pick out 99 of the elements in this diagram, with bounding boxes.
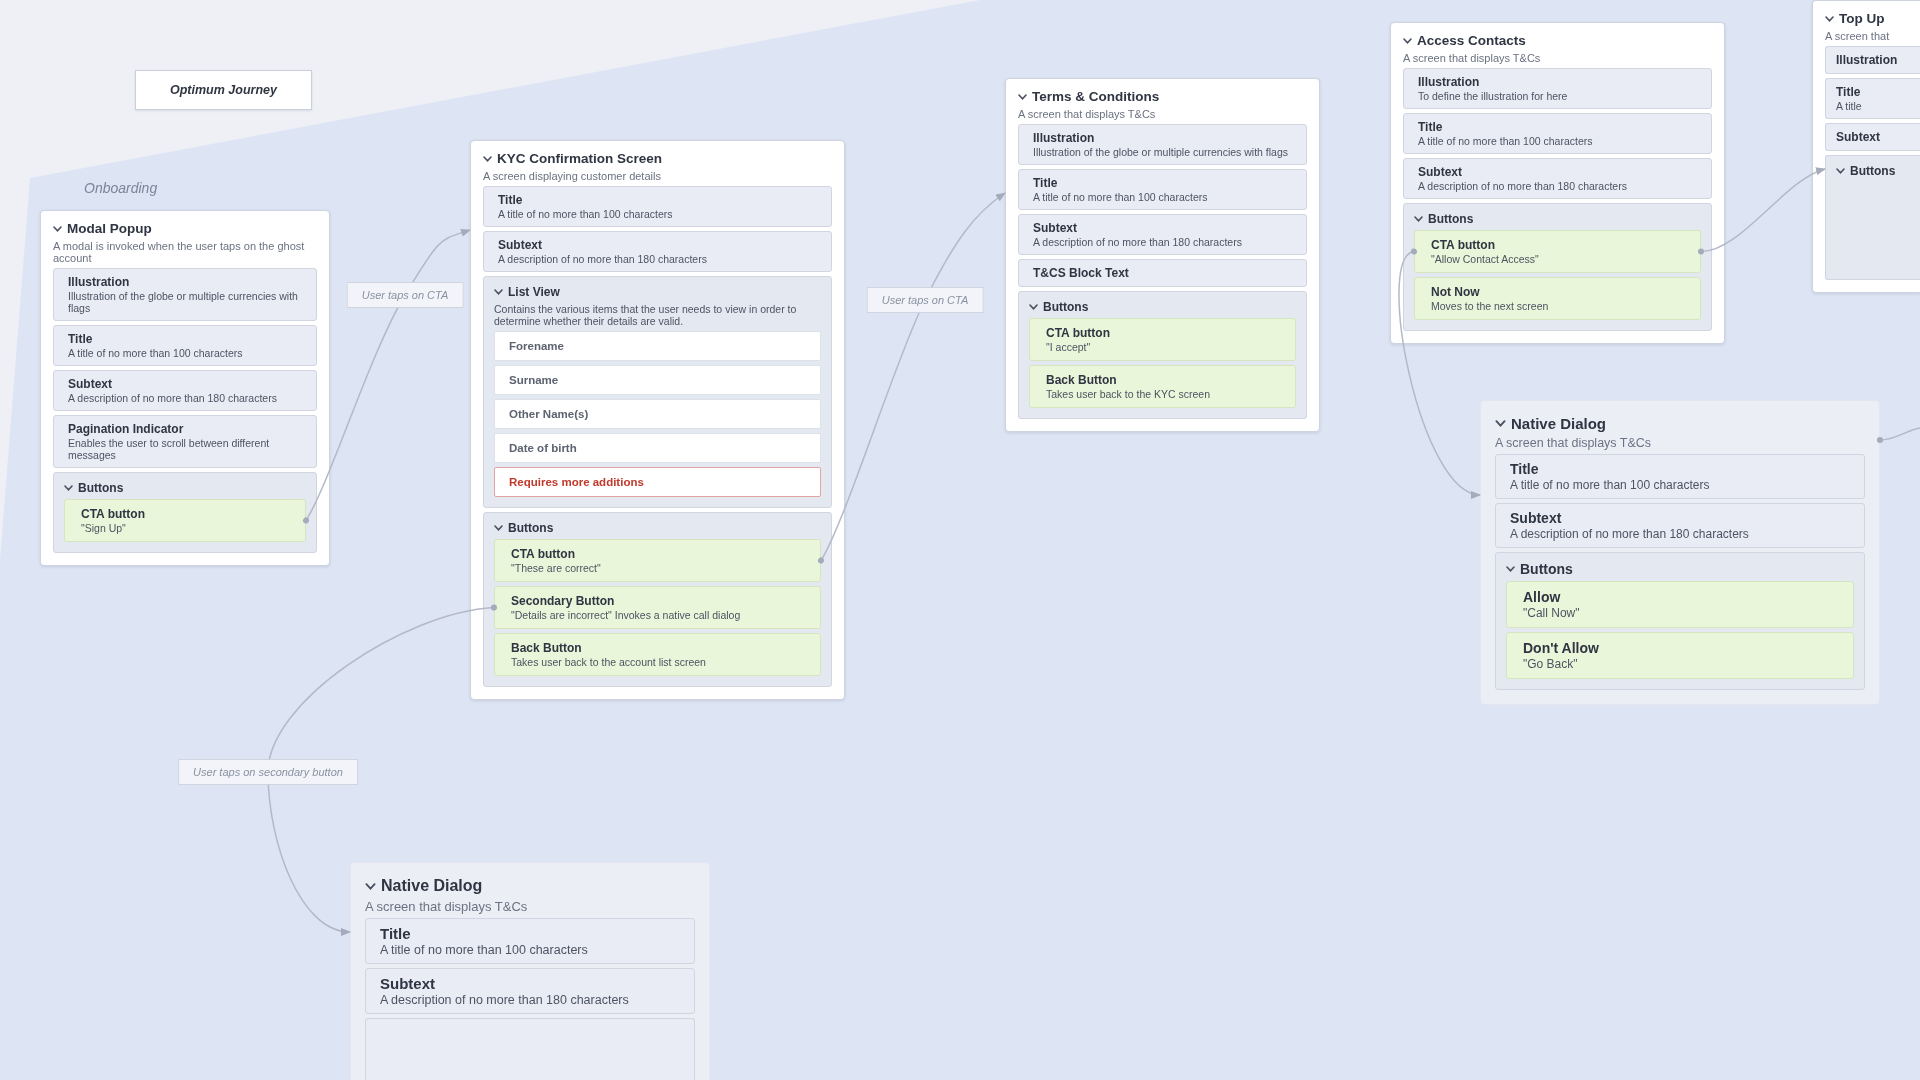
component-description: To define the illustration for here — [1418, 90, 1569, 102]
button-description: Moves to the next screen — [1431, 300, 1550, 312]
connector-arrow — [303, 228, 471, 524]
component-panel — [1018, 259, 1307, 287]
component-name: Title — [1033, 176, 1059, 190]
component-panel — [1495, 503, 1865, 548]
component-description: Illustration of the globe or multiple currencies with flags — [68, 290, 299, 314]
component-panel — [483, 231, 832, 272]
button-spec-panel — [1029, 365, 1296, 408]
component-panel — [365, 918, 695, 964]
button-name: Allow — [1523, 589, 1562, 605]
component-name: Subtext — [1033, 221, 1078, 235]
screen-card — [1390, 22, 1725, 344]
button-spec-panel — [494, 539, 821, 582]
group-title: Buttons — [78, 481, 124, 495]
list-view-panel — [483, 276, 832, 508]
button-description: "Details are incorrect" Invokes a native call dialog — [511, 609, 742, 621]
diagram-title: Optimum Journey — [135, 70, 312, 110]
component-name: Title — [1418, 120, 1444, 134]
button-spec-panel — [1506, 632, 1854, 679]
button-name: Not Now — [1431, 285, 1481, 299]
component-description: A description of no more than 180 characters — [1033, 236, 1243, 248]
component-panel — [1403, 113, 1712, 154]
buttons-group — [483, 512, 832, 687]
screen-card — [1005, 78, 1320, 432]
button-name: CTA button — [1046, 326, 1111, 340]
group-title: List View — [508, 285, 560, 299]
card-title: Top Up — [1839, 11, 1885, 26]
component-name: Illustration — [1836, 53, 1899, 67]
component-name: Title — [1836, 85, 1862, 99]
component-panel — [1825, 123, 1920, 151]
card-title: Access Contacts — [1417, 33, 1526, 48]
button-spec-panel — [64, 499, 306, 542]
component-name: Pagination Indicator — [68, 422, 185, 436]
component-panel — [1495, 454, 1865, 499]
buttons-group — [53, 472, 317, 553]
component-panel — [1403, 68, 1712, 109]
button-name: CTA button — [81, 507, 146, 521]
button-name: Back Button — [511, 641, 583, 655]
component-name: Title — [68, 332, 94, 346]
component-description: A description of no more than 180 characters — [1418, 180, 1628, 192]
card-title: KYC Confirmation Screen — [497, 151, 663, 166]
card-title: Native Dialog — [1511, 415, 1607, 432]
button-name: CTA button — [511, 547, 576, 561]
list-row: Other Name(s) — [494, 399, 821, 429]
component-panel — [53, 325, 317, 366]
section-label: Onboarding — [84, 180, 158, 196]
button-spec-panel — [494, 633, 821, 676]
card-description: A screen displaying customer details — [483, 170, 662, 182]
buttons-group — [1018, 291, 1307, 419]
group-title: Buttons — [1850, 164, 1896, 178]
edge-label: User taps on secondary button — [178, 759, 358, 785]
screen-card — [1812, 0, 1920, 293]
connector-arrow — [818, 192, 1006, 564]
card-description: A screen that displays T&Cs — [1018, 108, 1157, 120]
card-description: A screen that displays T&Cs — [1495, 436, 1653, 450]
component-name: Subtext — [1418, 165, 1463, 179]
button-description: "These are correct" — [511, 562, 602, 574]
component-name: Subtext — [1836, 130, 1881, 144]
component-description: A title of no more than 100 characters — [1418, 135, 1594, 147]
component-description: A title of no more than 100 characters — [380, 943, 589, 957]
button-description: Takes user back to the account list screen — [511, 656, 707, 668]
component-panel — [1825, 46, 1920, 74]
component-description: A title — [1836, 100, 1863, 112]
group-title: Buttons — [1520, 561, 1573, 577]
component-description: A title of no more than 100 characters — [68, 347, 244, 359]
list-row: Date of birth — [494, 433, 821, 463]
buttons-group — [1825, 155, 1920, 280]
component-description: Enables the user to scroll between different messages — [68, 437, 271, 461]
connector-arrow — [1698, 168, 1826, 255]
component-name: Illustration — [68, 275, 131, 289]
component-panel — [1403, 158, 1712, 199]
component-panel — [53, 415, 317, 468]
buttons-group — [1495, 552, 1865, 690]
connector-arrow — [267, 604, 497, 935]
component-name: Subtext — [498, 238, 543, 252]
component-panel — [1018, 124, 1307, 165]
component-description: Illustration of the globe or multiple currencies with flags — [1033, 146, 1290, 158]
dialog-card — [1480, 400, 1880, 705]
button-description: "Call Now" — [1523, 606, 1581, 620]
component-name: Title — [380, 925, 412, 942]
group-title: Buttons — [508, 521, 554, 535]
button-spec-panel — [494, 586, 821, 629]
component-panel — [483, 186, 832, 227]
buttons-group — [1403, 203, 1712, 331]
button-description: Takes user back to the KYC screen — [1046, 388, 1211, 400]
warning-row: Requires more additions — [494, 467, 821, 497]
component-panel — [53, 268, 317, 321]
card-title: Native Dialog — [381, 877, 483, 895]
card-description: A modal is invoked when the user taps on the ghost account — [53, 240, 306, 264]
button-name: CTA button — [1431, 238, 1496, 252]
dialog-card — [350, 862, 710, 1080]
button-spec-panel — [1414, 277, 1701, 320]
group-title: Buttons — [1043, 300, 1089, 314]
card-title: Terms & Conditions — [1032, 89, 1160, 104]
component-name: Subtext — [1510, 510, 1563, 526]
connector-line — [1877, 427, 1920, 443]
component-name: T&CS Block Text — [1033, 266, 1130, 280]
component-name: Subtext — [68, 377, 113, 391]
